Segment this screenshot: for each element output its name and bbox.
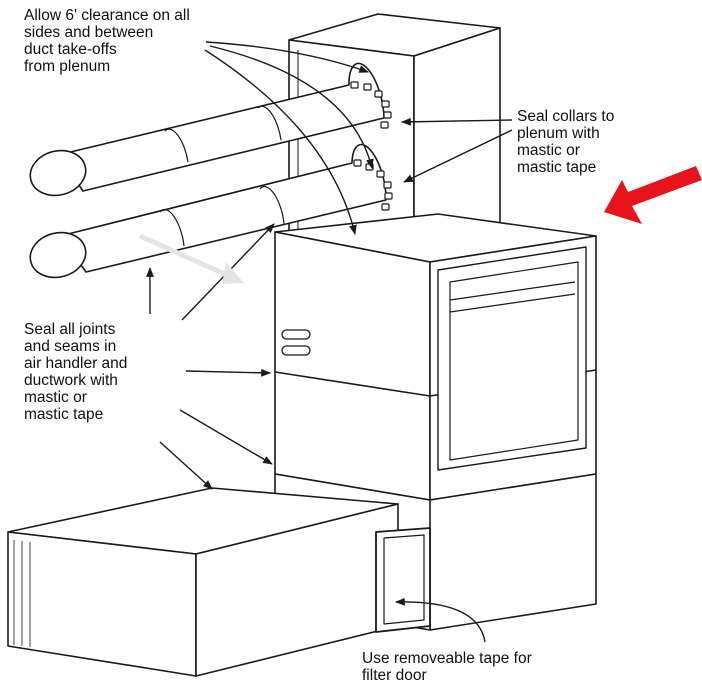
filter-door-leader <box>395 597 486 643</box>
round-duct-lower <box>29 143 393 279</box>
faint-arrow-icon <box>138 233 244 284</box>
collar-tabs-upper <box>350 81 392 129</box>
clearance-leaders <box>204 41 374 235</box>
rectangular-return-duct <box>7 487 399 677</box>
seal-joints-leaders <box>146 223 275 490</box>
seal-collars-leaders <box>401 117 513 183</box>
red-arrow-icon <box>604 166 702 224</box>
callout-clearance: Allow 6' clearance on all sides and betw… <box>24 7 190 75</box>
callout-seal-collars: Seal collars to plenum with mastic or ma… <box>517 108 615 176</box>
air-handler-cabinet <box>274 213 597 501</box>
filter-door <box>375 527 431 633</box>
callout-seal-joints: Seal all joints and seams in air handler… <box>24 321 128 423</box>
door-handle-icon <box>281 329 311 356</box>
round-duct-upper <box>29 62 392 197</box>
callout-filter-door: Use removeable tape for filter door <box>362 650 532 684</box>
collar-tabs-lower <box>353 159 393 211</box>
